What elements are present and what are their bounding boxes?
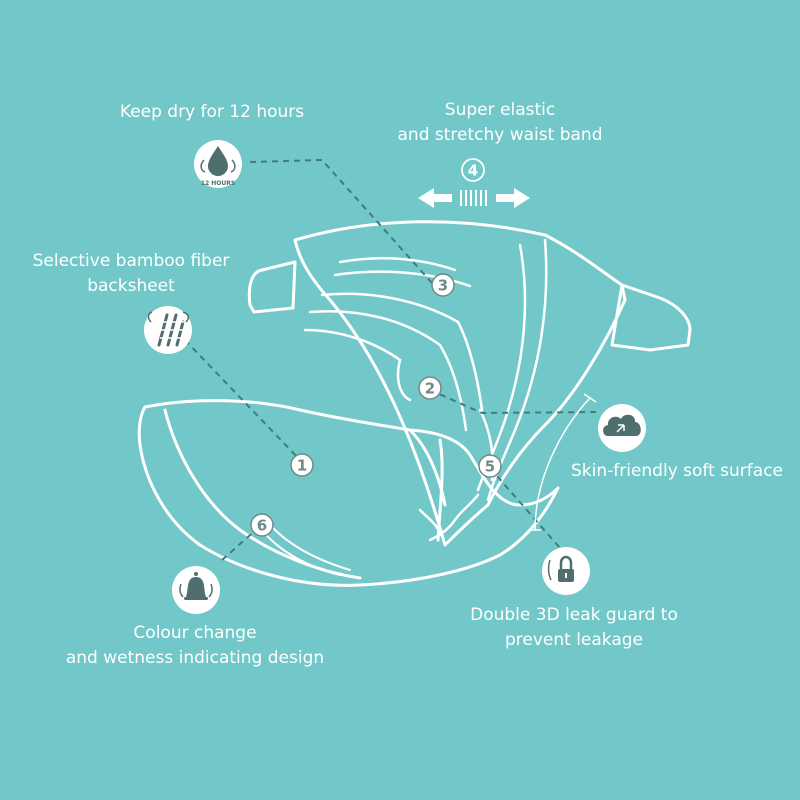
marker-1: 1 — [290, 453, 314, 477]
bamboo-text-line1: Selective bamboo fiber — [32, 251, 230, 271]
keep-dry-text: Keep dry for 12 hours — [119, 102, 305, 122]
cloud-icon — [598, 404, 646, 452]
leak-text-line1: Double 3D leak guard to — [470, 605, 678, 625]
label-leak-guard: Double 3D leak guard to prevent leakage — [448, 603, 700, 653]
stretch-arrows-icon — [418, 188, 530, 208]
svg-text:2: 2 — [425, 380, 435, 398]
leader-bamboo — [184, 339, 301, 461]
colour-text-line2: and wetness indicating design — [65, 648, 325, 668]
diaper-outline — [137, 220, 692, 587]
bamboo-text-line2: backsheet — [87, 276, 175, 296]
marker-4: 4 — [461, 158, 485, 182]
leak-text-line2: prevent leakage — [504, 630, 644, 650]
label-colour-change: Colour change and wetness indicating des… — [45, 621, 345, 671]
water-drop-icon: 12 HOURS — [194, 140, 242, 188]
skin-text: Skin-friendly soft surface — [570, 461, 784, 481]
svg-text:5: 5 — [485, 458, 495, 476]
waist-text-line1: Super elastic — [444, 100, 556, 120]
lock-icon — [542, 547, 590, 595]
bell-icon — [172, 566, 220, 614]
label-keep-dry: Keep dry for 12 hours — [92, 100, 332, 125]
bamboo-icon — [144, 306, 192, 354]
svg-text:4: 4 — [468, 162, 478, 180]
colour-text-line1: Colour change — [133, 623, 257, 643]
marker-6: 6 — [250, 513, 274, 537]
leader-keep-dry — [249, 158, 433, 284]
leader-colour — [221, 527, 259, 561]
fit-arc — [529, 393, 597, 531]
leader-leak — [489, 467, 561, 549]
svg-text:1: 1 — [297, 457, 307, 475]
leader-lines — [184, 158, 599, 561]
svg-text:6: 6 — [257, 517, 267, 535]
label-skin-friendly: Skin-friendly soft surface — [558, 459, 796, 484]
marker-2: 2 — [418, 376, 442, 400]
label-waist-band: Super elastic and stretchy waist band — [370, 98, 630, 148]
waist-text-line2: and stretchy waist band — [397, 125, 603, 145]
svg-text:3: 3 — [438, 277, 448, 295]
svg-text:12 HOURS: 12 HOURS — [201, 180, 235, 187]
marker-5: 5 — [478, 454, 502, 478]
label-bamboo: Selective bamboo fiber backsheet — [0, 249, 262, 299]
leader-skin — [429, 389, 599, 415]
marker-3: 3 — [431, 273, 455, 297]
